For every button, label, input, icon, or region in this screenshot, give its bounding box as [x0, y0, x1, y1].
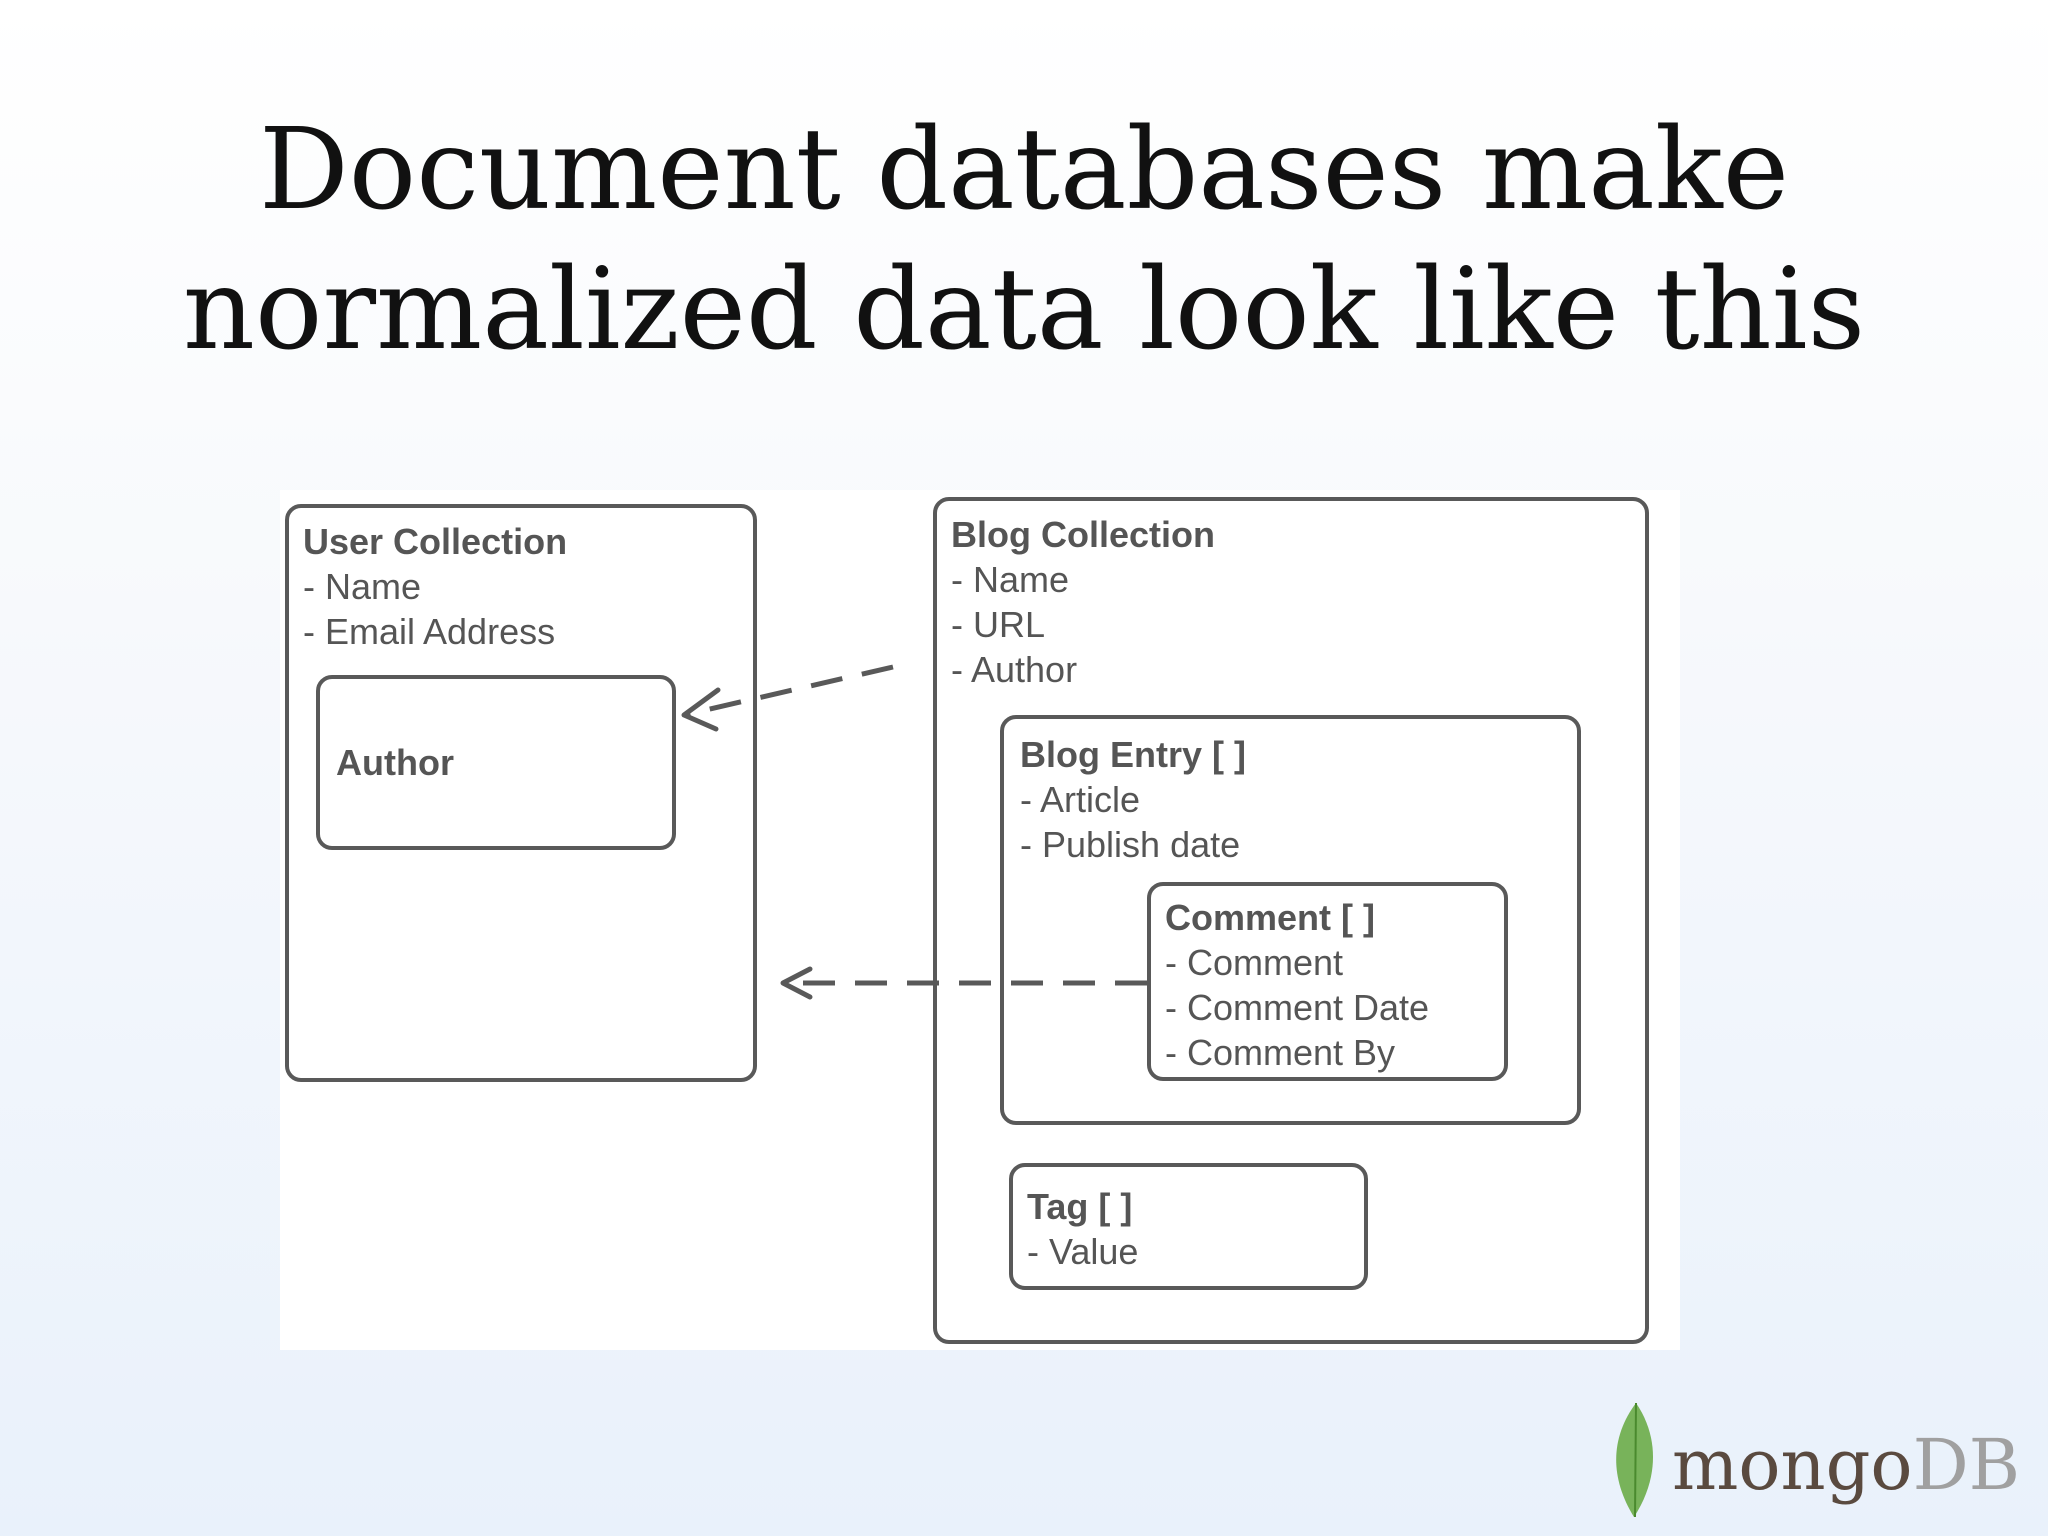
blog-field-url: - URL	[951, 604, 1046, 645]
user-field-email: - Email Address	[303, 611, 556, 652]
mongodb-logo	[1616, 1402, 1653, 1518]
comment-box: Comment [ ] - Comment - Comment Date - C…	[1147, 882, 1508, 1081]
author-reference-arrow	[681, 664, 894, 732]
blog-collection-box: Blog Collection - Name - URL - Author	[933, 497, 1649, 1344]
comment-field-date: - Comment Date	[1165, 987, 1430, 1028]
comment-by-reference-arrow	[780, 966, 1147, 1000]
blog-field-name: - Name	[951, 559, 1070, 600]
comment-field-by: - Comment By	[1165, 1032, 1396, 1073]
comment-field-comment: - Comment	[1165, 942, 1344, 983]
tag-field-value: - Value	[1027, 1231, 1139, 1272]
slide-title: Document databases make normalized data …	[0, 100, 2048, 380]
blog-collection-title: Blog Collection	[951, 514, 1215, 555]
blog-field-author: - Author	[951, 649, 1078, 690]
mongodb-wordmark: mongoDB	[1672, 1424, 2021, 1506]
blog-entry-field-publish-date: - Publish date	[1020, 824, 1241, 865]
tag-box: Tag [ ] - Value	[1009, 1163, 1368, 1290]
blog-entry-field-article: - Article	[1020, 779, 1141, 820]
comment-title: Comment [ ]	[1165, 897, 1375, 938]
slide-title-line-1: Document databases make	[259, 105, 1789, 235]
slide-title-line-2: normalized data look like this	[182, 245, 1866, 375]
user-collection-title: User Collection	[303, 521, 568, 562]
blog-entry-box: Blog Entry [ ] - Article - Publish date	[1000, 715, 1581, 1125]
user-collection-box: User Collection - Name - Email Address	[285, 504, 757, 1082]
diagram-background	[280, 490, 1680, 1350]
author-title: Author	[336, 742, 454, 783]
author-box: Author	[316, 675, 676, 850]
blog-entry-title: Blog Entry [ ]	[1020, 734, 1246, 775]
user-field-name: - Name	[303, 566, 422, 607]
tag-title: Tag [ ]	[1027, 1186, 1133, 1227]
